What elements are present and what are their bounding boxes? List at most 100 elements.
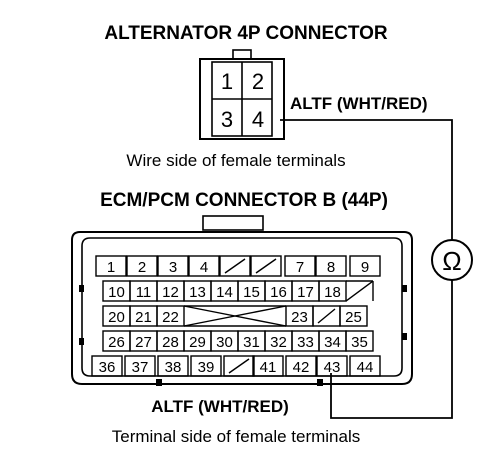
ecm-pin-cavity: 31 [237,330,266,352]
ecm-pin-43: 43 [324,359,341,376]
ecm-pin-42: 42 [293,359,310,376]
ecm-pin-23: 23 [291,309,308,326]
ecm-pin-26: 26 [108,334,125,351]
alternator-connector: 1 2 3 4 [199,49,285,140]
ecm-pin-30: 30 [216,334,233,351]
ecm-pin-cavity: 34 [318,330,347,352]
ecm-wire-label: ALTF (WHT/RED) [151,397,289,416]
ecm-pin-cavity: 38 [157,355,189,377]
ecm-pin-11: 11 [136,284,152,301]
ecm-pin-cavity: 17 [291,280,320,302]
ecm-pin-cavity: 36 [91,355,123,377]
ecm-pin-28: 28 [162,334,179,351]
ecm-pin-cavity: 7 [284,255,316,277]
ecm-pin-cavity: 4 [188,255,220,277]
ecm-caption: Terminal side of female terminals [112,427,360,446]
ecm-pin-10: 10 [108,284,125,301]
ecm-connector-title: ECM/PCM CONNECTOR B (44P) [100,190,388,211]
ecm-pin-cavity: 10 [102,280,131,302]
alternator-wire-label: ALTF (WHT/RED) [290,94,428,113]
ecm-pin-36: 36 [99,359,116,376]
ecm-pin-cavity: 44 [349,355,381,377]
ecm-pin-cavity: 23 [285,305,314,327]
ecm-pin-cavity: 13 [183,280,212,302]
ecm-pin-2: 2 [138,259,146,276]
ecm-pin-35: 35 [351,334,368,351]
ecm-pin-cavity: 29 [183,330,212,352]
ecm-pin-38: 38 [165,359,182,376]
ecm-pin-cavity [223,355,255,377]
ecm-pin-cavity: 33 [291,330,320,352]
ecm-pin-cavity: 11 [129,280,158,302]
ecm-pin-12: 12 [162,284,179,301]
ecm-pin-16: 16 [270,284,287,301]
ecm-pin-cavity: 32 [264,330,293,352]
alternator-connector-title: ALTERNATOR 4P CONNECTOR [104,23,388,44]
ecm-pin-cavity: 1 [95,255,127,277]
ecm-pin-22: 22 [162,309,179,326]
ecm-pin-cavity: 14 [210,280,239,302]
ecm-pin-cavity: 35 [345,330,374,352]
ecm-pin-cavity: 18 [318,280,347,302]
ecm-pin-cavity: 41 [252,355,284,377]
ecm-pin-29: 29 [189,334,206,351]
ecm-pin-14: 14 [216,284,233,301]
ecm-pin-13: 13 [189,284,206,301]
ecm-pin-cavity [312,305,341,327]
ecm-pin-cavity: 25 [339,305,368,327]
ecm-pin-1: 1 [107,259,115,276]
meter-lead-top [280,119,453,240]
ecm-pin-32: 32 [270,334,287,351]
ecm-pin-cavity: 26 [102,330,131,352]
alternator-caption: Wire side of female terminals [126,151,345,170]
ecm-keyed-area [183,280,374,327]
ecm-pin-8: 8 [327,259,335,276]
ecm-pin-9: 9 [361,259,369,276]
ecm-pin-cavity: 39 [190,355,222,377]
ecm-pin-34: 34 [324,334,341,351]
ecm-pin-cavity: 8 [315,255,347,277]
ecm-pin-41: 41 [260,359,277,376]
ecm-pin-7: 7 [296,259,304,276]
ecm-pin-25: 25 [345,309,362,326]
ecm-pin-4: 4 [200,259,208,276]
ecm-pin-cavity: 15 [237,280,266,302]
alternator-pin-3: 3 [221,107,233,132]
ecm-pin-33: 33 [297,334,314,351]
ecm-pin-44: 44 [357,359,374,376]
ohm-symbol: Ω [442,246,461,276]
ecm-pin-20: 20 [108,309,125,326]
ecm-pin-cavity: 9 [349,255,381,277]
ecm-pin-17: 17 [297,284,314,301]
ecm-pin-cavity: 3 [157,255,189,277]
ecm-pin-cavity: 16 [264,280,293,302]
meter-lead-bottom [330,280,453,419]
ecm-pin-cavity: 27 [129,330,158,352]
ecm-pin-cavity: 28 [156,330,185,352]
ecm-pin-27: 27 [135,334,152,351]
alternator-pin-4: 4 [252,107,264,132]
ecm-connector-housing [71,215,413,386]
ecm-pin-cavity: 43 [316,355,348,377]
ecm-pin-21: 21 [135,309,152,326]
ecm-pin-3: 3 [169,259,177,276]
ecm-pin-39: 39 [198,359,215,376]
ecm-pin-cavity: 2 [126,255,158,277]
alternator-pin-2: 2 [252,69,264,94]
ecm-pin-37: 37 [132,359,149,376]
ecm-pin-cavity: 37 [124,355,156,377]
ecm-pin-cavity: 21 [129,305,158,327]
ecm-pin-cavity [219,255,251,277]
ecm-pin-cavity [250,255,282,277]
ecm-pin-cavity: 22 [156,305,185,327]
ecm-pin-cavity: 20 [102,305,131,327]
alternator-pin-1: 1 [221,69,233,94]
ecm-pin-cavity: 42 [285,355,317,377]
ecm-pin-15: 15 [243,284,260,301]
ecm-pin-cavity: 30 [210,330,239,352]
ecm-pin-18: 18 [324,284,341,301]
ecm-pin-31: 31 [243,334,260,351]
